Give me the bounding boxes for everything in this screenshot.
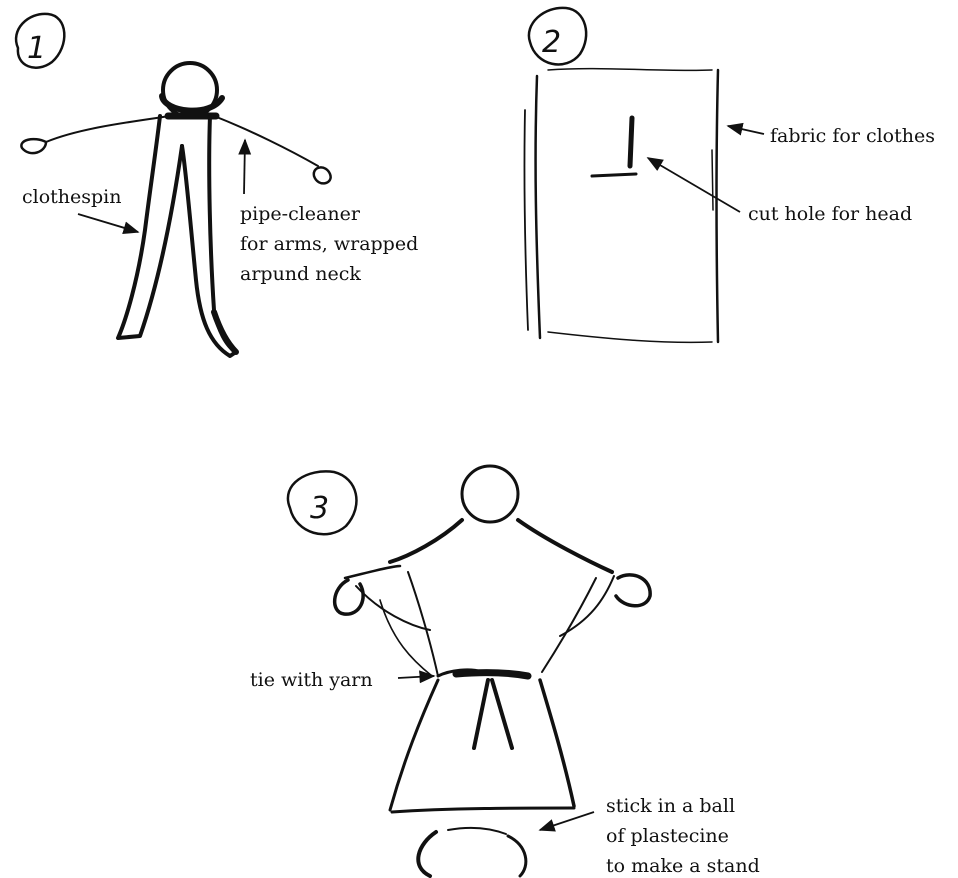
step-2: 2 fabric for clothes cut hole for head bbox=[524, 8, 935, 343]
step-3: 3 bbox=[250, 466, 760, 877]
fabric-rectangle bbox=[524, 69, 718, 343]
clothespin-arrow bbox=[78, 214, 138, 232]
fabric-label: fabric for clothes bbox=[770, 125, 935, 147]
step-2-badge: 2 bbox=[529, 8, 586, 65]
step-3-number: 3 bbox=[310, 491, 329, 526]
fabric-arrow bbox=[728, 126, 764, 134]
dressed-doll-figure bbox=[335, 466, 651, 876]
hole-label: cut hole for head bbox=[748, 203, 912, 225]
pipe-cleaner-label-line-2: for arms, wrapped bbox=[240, 233, 418, 255]
pipe-cleaner-arrow bbox=[244, 140, 245, 194]
tie-label: tie with yarn bbox=[250, 669, 373, 691]
pipe-cleaner-label-line-3: arpund neck bbox=[240, 263, 361, 285]
step-1: 1 clothespin pipe-cleaner for arms, wrap… bbox=[16, 14, 418, 356]
tie-arrow bbox=[398, 676, 434, 678]
stand-label-line-2: of plastecine bbox=[606, 825, 729, 847]
pipe-cleaner-label-line-1: pipe-cleaner bbox=[240, 203, 361, 225]
hole-arrow bbox=[648, 158, 740, 212]
stand-label-line-1: stick in a ball bbox=[606, 795, 735, 817]
stand-label-line-3: to make a stand bbox=[606, 855, 760, 877]
clothespin-label: clothespin bbox=[22, 186, 122, 208]
step-2-number: 2 bbox=[542, 25, 561, 60]
stand-arrow bbox=[540, 812, 594, 830]
step-3-badge: 3 bbox=[288, 471, 357, 534]
step-1-badge: 1 bbox=[16, 14, 64, 68]
step-1-number: 1 bbox=[27, 31, 46, 66]
